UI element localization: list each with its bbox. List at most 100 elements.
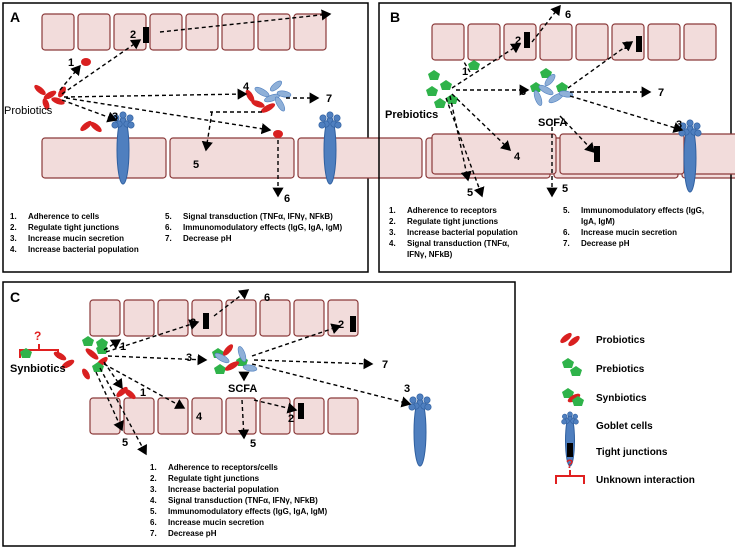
legend-number: 5. xyxy=(150,507,157,516)
marker-label: 4 xyxy=(196,411,203,423)
epithelial-cell xyxy=(89,397,121,435)
legend-text: Adherence to receptors xyxy=(407,206,497,215)
marker-label: 3 xyxy=(404,383,410,395)
epithelial-cell xyxy=(297,137,423,179)
panel-b-arrows xyxy=(445,4,684,198)
epithelial-cell xyxy=(559,133,685,175)
panel-a-agent-label: Probiotics xyxy=(4,105,53,117)
panel-c-cells-top xyxy=(89,299,359,337)
legend-text: Regulate tight junctions xyxy=(407,217,499,226)
legend-text: Decrease pH xyxy=(581,239,630,248)
legend-number: 5. xyxy=(165,212,172,221)
epithelial-cell xyxy=(431,133,557,175)
panel-c-frame xyxy=(2,281,516,547)
epithelial-cell xyxy=(191,397,223,435)
tight-junction-icon xyxy=(350,316,356,332)
goblet-cell-icon xyxy=(408,393,432,467)
legend-text: Immunomodulatory effects (IgG, IgA, IgM) xyxy=(168,507,327,516)
epithelial-cell xyxy=(259,299,291,337)
marker-label: 3 xyxy=(186,352,192,364)
epithelial-cell xyxy=(123,397,155,435)
marker-label: 3 xyxy=(676,119,682,131)
marker-label: 7 xyxy=(658,87,664,99)
marker-label: 3 xyxy=(112,111,118,123)
tight-junction-icon xyxy=(594,146,600,162)
legend-number: 4. xyxy=(150,496,157,505)
panel-c: C ? xyxy=(2,281,516,547)
figure-key: ? Probiotics Prebiotics Synbiotics Goble… xyxy=(555,332,695,486)
legend-text: Regulate tight junctions xyxy=(168,474,260,483)
panel-a-letter: A xyxy=(10,9,20,25)
marker-label: 6 xyxy=(565,9,571,21)
legend-text: Regulate tight junctions xyxy=(28,223,120,232)
tight-junction-icon xyxy=(143,27,149,43)
legend-number: 5. xyxy=(563,206,570,215)
legend-text: Signal transduction (TNFα, xyxy=(407,239,509,248)
key-label: Unknown interaction xyxy=(596,475,695,486)
legend-number: 6. xyxy=(563,228,570,237)
epithelial-cell xyxy=(225,397,257,435)
epithelial-cell xyxy=(149,13,183,51)
panel-c-agent-label: Synbiotics xyxy=(10,363,66,375)
adhered-probiotic xyxy=(81,58,91,66)
epithelial-cell xyxy=(221,13,255,51)
question-mark: ? xyxy=(34,329,41,343)
legend-number: 2. xyxy=(389,217,396,226)
legend-text: Increase bacterial population xyxy=(168,485,279,494)
epithelial-cell xyxy=(327,397,359,435)
legend-text: Increase bacterial population xyxy=(28,245,139,254)
legend-number: 7. xyxy=(150,529,157,538)
tight-junction-icon xyxy=(636,36,642,52)
bacteria-population xyxy=(245,80,292,113)
key-label: Prebiotics xyxy=(596,364,645,375)
legend-text: Decrease pH xyxy=(183,234,232,243)
epithelial-cell xyxy=(169,137,295,179)
scfa-label: SCFA xyxy=(538,117,567,129)
legend-number: 3. xyxy=(389,228,396,237)
legend-text: Decrease pH xyxy=(168,529,217,538)
epithelial-cell xyxy=(89,299,121,337)
marker-label: 4 xyxy=(514,151,521,163)
legend-number: 4. xyxy=(10,245,17,254)
legend-text: Increase mucin secretion xyxy=(581,228,677,237)
key-label: Synbiotics xyxy=(596,393,647,404)
synbiotics-icon xyxy=(562,388,584,406)
epithelial-cell xyxy=(467,23,501,61)
legend-number: 3. xyxy=(150,485,157,494)
legend-number: 2. xyxy=(150,474,157,483)
prebiotic-cluster xyxy=(426,60,480,108)
tight-junctions-icon xyxy=(567,443,573,457)
epithelial-cell xyxy=(647,23,681,61)
marker-label: 6 xyxy=(264,292,270,304)
epithelial-cell xyxy=(431,23,465,61)
panel-c-letter: C xyxy=(10,289,20,305)
epithelial-cell xyxy=(41,13,75,51)
panel-c-cells-bottom xyxy=(89,397,359,435)
legend-text: Signal transduction (TNFα, IFNγ, NFkB) xyxy=(183,212,333,221)
epithelial-cell xyxy=(539,23,573,61)
probiotic-cluster xyxy=(34,84,66,110)
marker-label: 2 xyxy=(624,40,630,52)
epithelial-cell xyxy=(575,23,609,61)
marker-label: 2 xyxy=(515,35,521,47)
marker-label: 2 xyxy=(288,413,294,425)
panel-c-legend: 1.Adherence to receptors/cells2.Regulate… xyxy=(150,463,327,538)
marker-label: 5 xyxy=(193,159,199,171)
unknown-interaction-icon xyxy=(555,470,585,484)
marker-label: 5 xyxy=(467,187,473,199)
marker-label: 2 xyxy=(338,319,344,331)
legend-text: IgA, IgM) xyxy=(581,217,615,226)
legend-text: Increase mucin secretion xyxy=(168,518,264,527)
legend-number: 7. xyxy=(165,234,172,243)
marker-label: 6 xyxy=(284,193,290,205)
marker-label: 1 xyxy=(120,341,126,353)
panel-a-cells-top xyxy=(41,13,327,51)
probiotics-icon xyxy=(560,332,580,347)
legend-text: Adherence to cells xyxy=(28,212,100,221)
panel-a-arrows xyxy=(59,9,332,198)
legend-number: 1. xyxy=(150,463,157,472)
key-label: Tight junctions xyxy=(596,447,668,458)
